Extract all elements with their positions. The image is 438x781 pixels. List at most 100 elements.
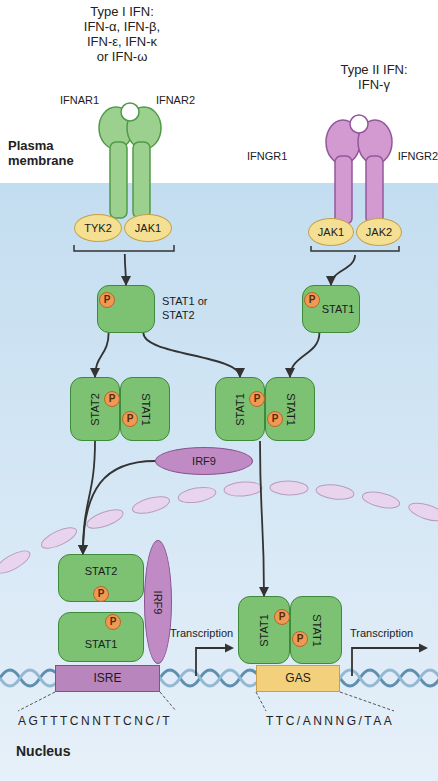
phosphate-circle: P <box>292 631 308 647</box>
envelope-segment <box>131 493 171 516</box>
signal-arrow <box>95 333 109 377</box>
kinase-oval: TYK2 <box>74 214 122 242</box>
text-label: Transcription <box>170 627 233 640</box>
envelope-segment <box>361 489 401 511</box>
irf9-oval: IRF9 <box>144 540 172 664</box>
node-text: ISRE <box>93 672 121 685</box>
phosphate-circle: P <box>105 614 121 630</box>
stat-monomer: STAT1 P <box>302 285 360 333</box>
signal-arrow <box>143 333 240 377</box>
envelope-segment <box>177 485 217 505</box>
stat-subunit: STAT1P <box>265 377 315 441</box>
receptor-complex: IFNGR1 IFNGR2JAK1 JAK2 <box>245 110 438 255</box>
node-text: STAT1 <box>257 614 270 647</box>
kinase-oval: JAK2 <box>356 218 402 246</box>
text-label: Type II IFN: IFN-γ <box>334 62 414 92</box>
node-text: JAK2 <box>366 226 392 239</box>
promoter-element: ISRE <box>55 665 160 692</box>
signal-arrow <box>83 441 95 554</box>
text-label: Plasma membrane <box>8 138 82 168</box>
node-text: IFNGR2 <box>398 150 438 163</box>
transcription-arrow <box>352 648 420 676</box>
stat-subunit: STAT2 P <box>70 377 120 441</box>
receptor-complex: IFNAR1 IFNAR2TYK2 JAK1 <box>60 92 195 254</box>
node-text: P <box>104 294 111 306</box>
node-text: GAS <box>285 672 310 685</box>
node-text: P <box>309 294 316 306</box>
stat-subunit: STAT1P <box>290 596 342 664</box>
node-text: STAT2 <box>88 393 101 426</box>
arrow-head <box>225 644 234 653</box>
text-label: Transcription <box>350 627 413 640</box>
phosphate-circle: P <box>267 411 283 427</box>
phosphate-circle: P <box>249 391 265 407</box>
text-label: AGTTTCNNTTCNC/T <box>18 714 172 729</box>
node-text: IFNAR2 <box>156 94 195 107</box>
node-text: P <box>272 413 279 425</box>
irf9-oval: IRF9 <box>155 447 253 475</box>
node-text: IRF9 <box>152 590 165 614</box>
node-text: STAT1 <box>322 303 355 316</box>
signal-arrow <box>83 461 155 554</box>
envelope-segment <box>407 500 438 525</box>
node-text: STAT1 or STAT2 <box>162 294 218 322</box>
phosphate-circle: P <box>304 292 320 308</box>
kinase-oval: JAK1 <box>124 214 172 242</box>
node-text: STAT1 <box>138 393 151 426</box>
phosphate-circle: P <box>99 292 115 308</box>
node-text: TYK2 <box>84 222 112 235</box>
node-text: STAT1 <box>283 393 296 426</box>
text-label: Nucleus <box>16 744 70 759</box>
node-text: P <box>98 588 105 600</box>
node-text: P <box>279 611 286 623</box>
node-text: P <box>297 633 304 645</box>
node-text: IFNAR1 <box>60 94 99 107</box>
leader-line <box>160 692 176 711</box>
phosphate-circle: P <box>93 586 109 602</box>
node-text: STAT1 <box>233 393 246 426</box>
node-text: P <box>254 393 261 405</box>
cytoplasm <box>0 183 438 781</box>
node-text: STAT2 <box>85 565 118 578</box>
stat-subunit: STAT1 P <box>238 596 290 664</box>
phosphate-circle: P <box>122 411 138 427</box>
stat-subunit: STAT2P <box>58 554 144 602</box>
kinase-oval: JAK1 <box>308 218 354 246</box>
text-label: TTC/ANNNG/TAA <box>266 714 394 729</box>
stat-subunit: STAT1P <box>120 377 170 441</box>
leader-line <box>18 692 55 711</box>
signal-arrow <box>125 254 126 285</box>
text-label: Type I IFN: IFN-α, IFN-β, IFN-ε, IFN-κ o… <box>82 4 162 64</box>
phosphate-circle: P <box>104 391 120 407</box>
promoter-element: GAS <box>256 665 340 692</box>
signal-arrow <box>290 333 319 377</box>
envelope-segment <box>224 481 263 498</box>
phosphate-circle: P <box>274 609 290 625</box>
node-text: P <box>110 616 117 628</box>
stat-monomer: STAT1 or STAT2P <box>97 285 155 333</box>
envelope-segment <box>0 547 33 578</box>
node-text: IRF9 <box>192 455 216 468</box>
sequence-leaders <box>18 692 394 711</box>
transcription-arrow <box>196 648 226 676</box>
leader-line <box>340 692 394 711</box>
leader-line <box>256 692 266 711</box>
node-text: STAT1 <box>309 614 322 647</box>
node-text: STAT1 <box>85 638 118 651</box>
envelope-segment <box>270 480 308 495</box>
node-text: P <box>127 413 134 425</box>
stat-subunit: STAT1 P <box>215 377 265 441</box>
node-text: JAK1 <box>135 222 161 235</box>
node-text: IFNGR1 <box>247 150 287 163</box>
signal-arrow <box>260 441 264 596</box>
stat-subunit: STAT1 P <box>58 612 144 662</box>
node-text: P <box>109 393 116 405</box>
envelope-segment <box>315 483 354 502</box>
arrow-head <box>419 644 428 653</box>
envelope-segment <box>85 506 125 532</box>
signal-arrow <box>331 255 355 285</box>
envelope-segment <box>39 524 79 553</box>
